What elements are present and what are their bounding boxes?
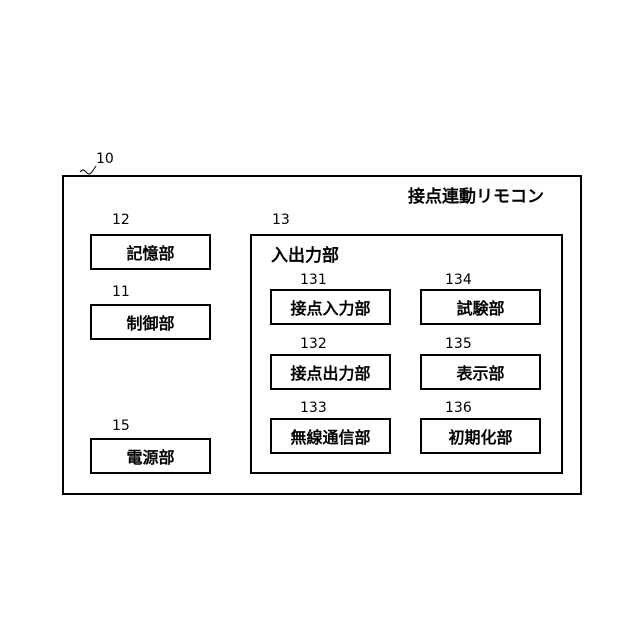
io-ref: 13 xyxy=(272,212,290,228)
contact-output-ref: 132 xyxy=(300,336,327,352)
power-ref: 15 xyxy=(112,418,130,434)
init-label: 初期化部 xyxy=(448,424,512,448)
storage-ref: 12 xyxy=(112,212,130,228)
device-ref: 10 xyxy=(96,151,114,167)
contact-output-label: 接点出力部 xyxy=(290,360,370,384)
contact-input-ref: 131 xyxy=(300,272,327,288)
wireless-box: 無線通信部 xyxy=(270,418,391,454)
init-box: 初期化部 xyxy=(420,418,541,454)
wireless-ref: 133 xyxy=(300,400,327,416)
device-title: 接点連動リモコン xyxy=(408,182,544,207)
contact-input-label: 接点入力部 xyxy=(290,295,370,319)
test-ref: 134 xyxy=(445,272,472,288)
test-box: 試験部 xyxy=(420,289,541,325)
contact-input-box: 接点入力部 xyxy=(270,289,391,325)
display-ref: 135 xyxy=(445,336,472,352)
display-box: 表示部 xyxy=(420,354,541,390)
control-label: 制御部 xyxy=(126,310,174,334)
control-ref: 11 xyxy=(112,284,130,300)
init-ref: 136 xyxy=(445,400,472,416)
test-label: 試験部 xyxy=(456,295,504,319)
power-label: 電源部 xyxy=(126,444,174,468)
wireless-label: 無線通信部 xyxy=(290,424,370,448)
storage-box: 記憶部 xyxy=(90,234,211,270)
leader-10 xyxy=(80,166,96,174)
power-box: 電源部 xyxy=(90,438,211,474)
contact-output-box: 接点出力部 xyxy=(270,354,391,390)
control-box: 制御部 xyxy=(90,304,211,340)
io-label: 入出力部 xyxy=(271,241,339,266)
display-label: 表示部 xyxy=(456,360,504,384)
storage-label: 記憶部 xyxy=(126,240,174,264)
